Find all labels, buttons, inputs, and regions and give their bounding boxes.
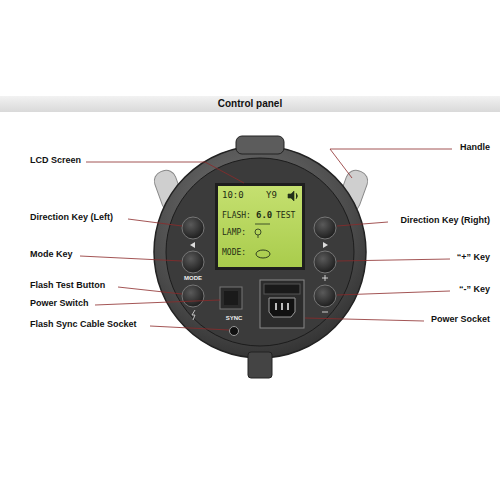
callout-label: “+” Key <box>457 253 490 263</box>
callout-label: Handle <box>460 143 490 153</box>
direction-right-key <box>314 217 336 239</box>
lamp-icon <box>255 229 261 235</box>
callout-label: Power Switch <box>30 299 89 309</box>
lcd-text: 10:0 <box>222 191 244 201</box>
leader-line <box>330 149 452 178</box>
direction-left-key <box>182 217 204 239</box>
bottom-mount <box>248 352 272 378</box>
pin <box>275 303 277 310</box>
callout-label: Flash Sync Cable Socket <box>30 320 137 330</box>
pin <box>287 303 289 310</box>
control-face <box>166 158 354 346</box>
pin <box>281 303 283 310</box>
lcd-text: FLASH: <box>222 212 251 221</box>
lcd-underline <box>255 224 270 225</box>
leader-line <box>86 162 244 183</box>
flash-test-button <box>182 285 204 307</box>
lcd-text: Y9 <box>266 191 277 201</box>
housing <box>154 146 366 358</box>
right-arrow-symbol <box>323 242 328 248</box>
flash-symbol <box>192 310 195 320</box>
lcd-screen <box>218 186 302 267</box>
callout-label: Mode Key <box>30 250 73 260</box>
mode-icon <box>256 250 270 258</box>
callout-label: Direction Key (Right) <box>400 216 490 226</box>
plus-key <box>314 251 336 273</box>
leader-line <box>305 318 424 321</box>
fuse-holder <box>264 284 300 294</box>
title-band <box>0 96 500 112</box>
power-socket <box>260 280 304 328</box>
minus-symbol <box>322 312 328 313</box>
panel-title: Control panel <box>218 98 282 109</box>
callout-label: “-” Key <box>459 285 490 295</box>
lcd-text: 6.0 <box>256 211 272 221</box>
top-mount <box>236 136 284 154</box>
leader-line <box>337 222 388 226</box>
callout-label: Direction Key (Left) <box>30 213 113 223</box>
lcd-bezel <box>215 183 305 270</box>
lamp-icon-base <box>258 235 259 238</box>
leader-line <box>150 326 229 330</box>
power-switch-rocker <box>224 291 238 305</box>
callout-label: Power Socket <box>431 315 490 325</box>
speaker-icon <box>288 191 298 201</box>
power-switch <box>220 287 242 309</box>
plus-symbol <box>322 275 328 281</box>
minus-key <box>314 285 336 307</box>
lcd-text: MODE: <box>222 249 246 258</box>
left-arrow-symbol <box>190 242 195 248</box>
sync-socket <box>230 327 239 336</box>
button-label: MODE <box>184 275 202 282</box>
socket-label: SYNC <box>226 315 243 322</box>
callout-label: Flash Test Button <box>30 281 105 291</box>
lcd-text: LAMP: <box>222 229 246 238</box>
mode-key <box>182 251 204 273</box>
leader-lines <box>80 149 452 330</box>
leader-line <box>80 256 182 261</box>
leader-line <box>95 300 220 305</box>
lcd-text: TEST <box>276 212 295 221</box>
leader-line <box>128 219 182 226</box>
leader-line <box>118 287 182 294</box>
iec-inlet <box>269 298 295 317</box>
leader-line <box>337 259 450 261</box>
callout-label: LCD Screen <box>30 156 81 166</box>
leader-line <box>337 291 450 295</box>
